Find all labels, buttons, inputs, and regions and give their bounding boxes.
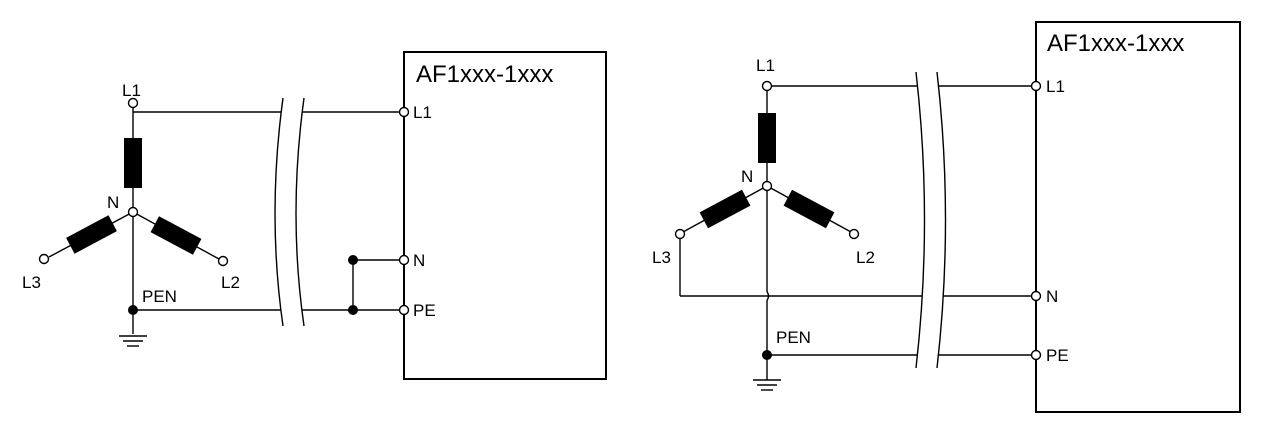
right-source-label-l1: L1: [756, 56, 775, 75]
right-winding-l1: [758, 113, 776, 163]
right-pen-junction: [762, 350, 772, 360]
right-device-terminal-n: [1030, 290, 1042, 302]
left-source-terminal-l3: [38, 253, 50, 265]
right-terminal-label-l1: L1: [1046, 77, 1065, 96]
right-diagram: AF1xxx-1xxx L: [652, 21, 1241, 413]
right-winding-l2: [783, 189, 835, 229]
left-device-label: AF1xxx-1xxx: [416, 61, 553, 88]
left-device-terminal-n: [398, 254, 410, 266]
right-source-terminal-l3: [674, 228, 686, 240]
right-source-label-n: N: [741, 167, 753, 186]
right-device-label: AF1xxx-1xxx: [1047, 30, 1184, 57]
left-winding-l2: [150, 216, 202, 255]
left-terminal-label-n: N: [413, 251, 425, 270]
right-cable-break: [915, 71, 926, 369]
left-source-terminal-l2: [217, 255, 229, 267]
left-device-terminal-l1: [398, 106, 410, 118]
left-source-label-l3: L3: [22, 273, 41, 292]
left-source-label-pen: PEN: [142, 287, 177, 306]
left-star-point: [127, 206, 139, 218]
left-terminal-label-pe: PE: [413, 301, 436, 320]
left-device-terminal-pe: [398, 304, 410, 316]
left-source-label-l1: L1: [122, 81, 141, 100]
right-source-label-pen: PEN: [776, 328, 811, 347]
right-terminal-label-pe: PE: [1046, 346, 1069, 365]
right-winding-l3: [699, 189, 751, 229]
right-star-point: [761, 180, 773, 192]
left-diagram: AF1xxx-1xxx L: [22, 51, 607, 380]
left-device-box: [403, 51, 607, 380]
left-cable-break: [274, 97, 284, 327]
left-source-terminal-l1: [127, 97, 139, 109]
right-source-terminal-l2: [848, 228, 860, 240]
left-pen-junction: [128, 305, 138, 315]
left-source-label-l2: L2: [221, 273, 240, 292]
right-device-box: [1035, 21, 1241, 413]
left-source-label-n: N: [107, 193, 119, 212]
right-device-terminal-pe: [1030, 349, 1042, 361]
right-source-label-l2: L2: [856, 248, 875, 267]
right-device-terminal-l1: [1030, 80, 1042, 92]
left-winding-l3: [66, 215, 117, 254]
right-source-terminal-l1: [761, 80, 773, 92]
right-source-label-l3: L3: [652, 248, 671, 267]
right-terminal-label-n: N: [1046, 287, 1058, 306]
left-terminal-label-l1: L1: [413, 103, 432, 122]
left-winding-l1: [124, 138, 142, 188]
